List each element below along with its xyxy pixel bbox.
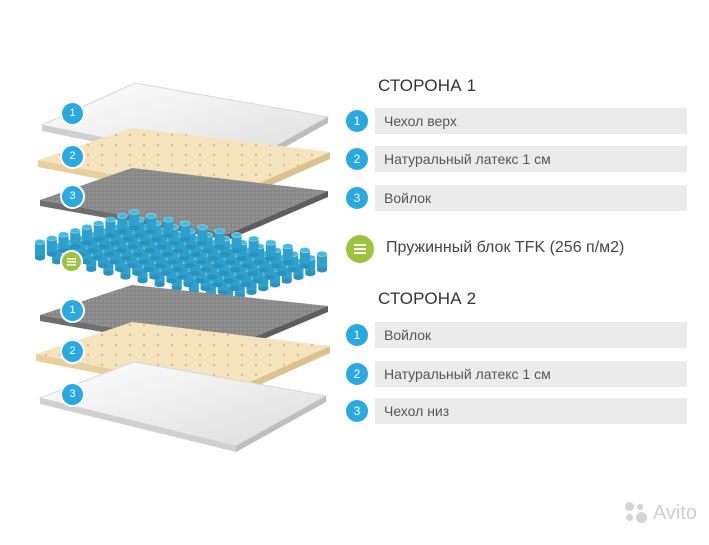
side2-row-1-number: 1 <box>346 324 368 346</box>
badge-side2-2: 2 <box>62 341 83 362</box>
spring-block-label: Пружинный блок TFK (256 п/м2) <box>386 239 625 256</box>
side1-row-2-label: Натуральный латекс 1 см <box>384 151 551 167</box>
mattress-layers-illustration: 1 2 3 1 2 3 <box>0 0 345 540</box>
badge-side1-1: 1 <box>62 103 83 124</box>
layers-legend: СТОРОНА 1 1 Чехол верх 2 Натуральный лат… <box>346 0 709 540</box>
layer-bottom-cover <box>38 361 328 452</box>
side1-row-1: 1 Чехол верх <box>346 108 687 134</box>
side2-row-1: 1 Войлок <box>346 322 687 348</box>
side2-row-2-number: 2 <box>346 363 368 385</box>
side2-row-3-number: 3 <box>346 400 368 422</box>
badge-side1-2: 2 <box>62 146 83 167</box>
badge-side1-3: 3 <box>62 186 83 207</box>
side2-title: СТОРОНА 2 <box>378 289 477 308</box>
side1-row-3-number: 3 <box>346 187 368 209</box>
side1-row-1-number: 1 <box>346 110 368 132</box>
avito-watermark-text: Avito <box>652 501 697 524</box>
spring-block-icon <box>62 252 81 271</box>
side2-row-3-label: Чехол низ <box>384 403 450 419</box>
side1-row-3-label: Войлок <box>384 190 432 206</box>
side2-row-1-label: Войлок <box>384 327 432 343</box>
side1-row-1-label: Чехол верх <box>384 113 457 129</box>
side1-row-3: 3 Войлок <box>346 185 687 211</box>
layers-svg <box>34 82 330 452</box>
spring-block-row: Пружинный блок TFK (256 п/м2) <box>346 233 687 265</box>
avito-watermark: Avito <box>623 500 697 526</box>
side1-title: СТОРОНА 1 <box>378 76 477 95</box>
side2-row-2: 2 Натуральный латекс 1 см <box>346 361 687 387</box>
spring-block-legend-icon <box>346 235 374 263</box>
side1-row-2-number: 2 <box>346 148 368 170</box>
badge-side2-3: 3 <box>62 384 83 405</box>
badge-side2-1: 1 <box>62 300 83 321</box>
side1-row-2: 2 Натуральный латекс 1 см <box>346 146 687 172</box>
avito-logo-icon <box>623 500 649 526</box>
side2-row-3: 3 Чехол низ <box>346 398 687 424</box>
side2-row-2-label: Натуральный латекс 1 см <box>384 366 551 382</box>
